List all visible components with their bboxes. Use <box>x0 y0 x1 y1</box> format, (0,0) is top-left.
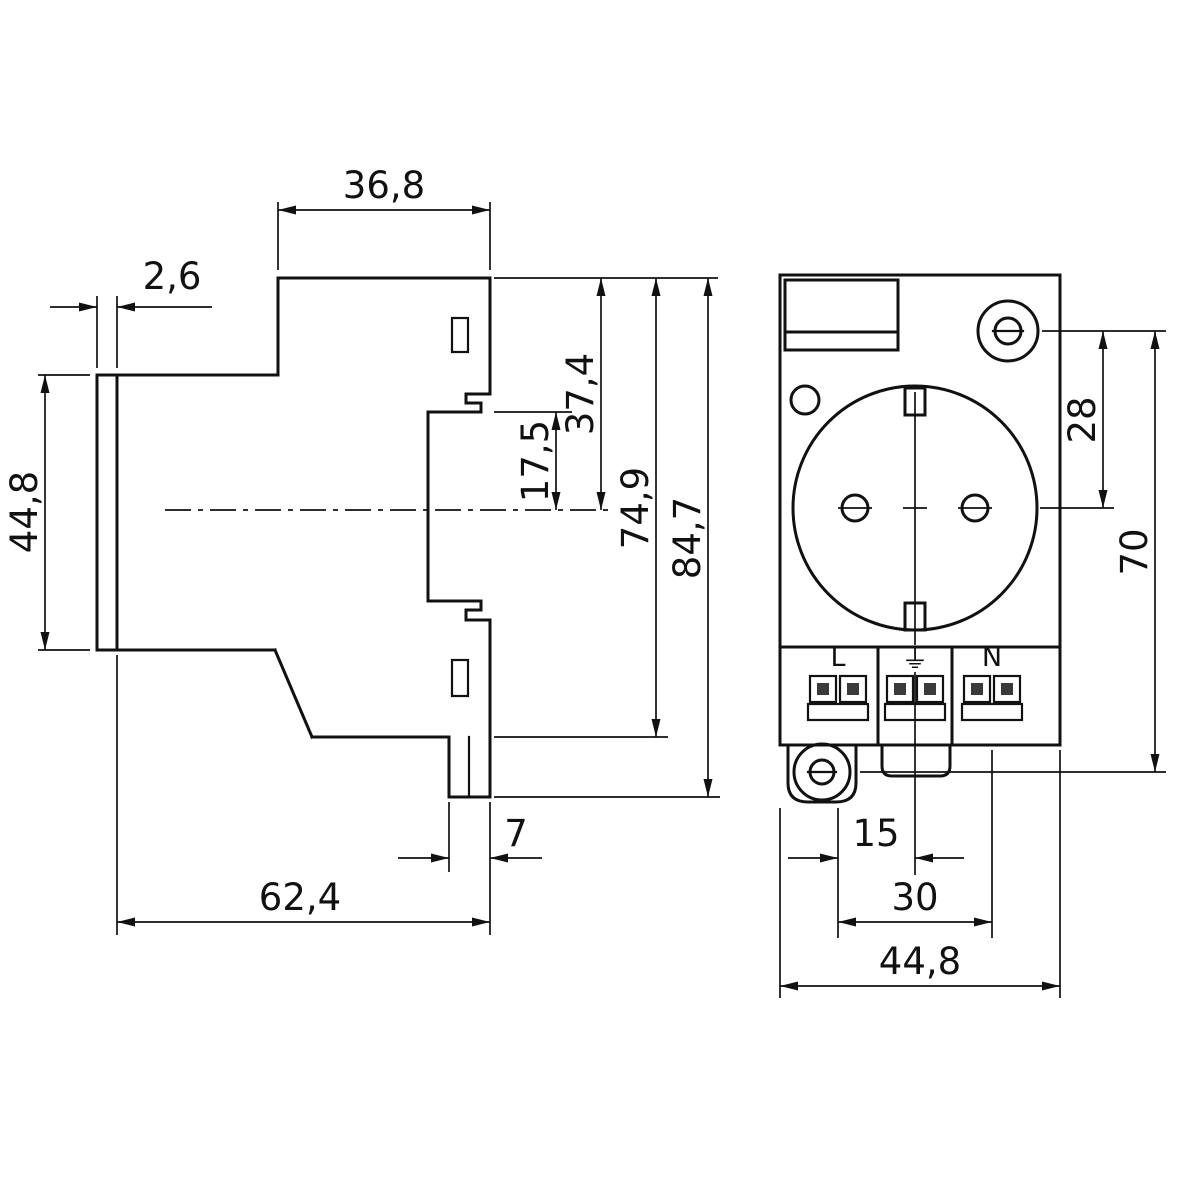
dim-top-to-base: 74,9 <box>614 467 657 549</box>
front-view-outline <box>778 273 1062 804</box>
side-view: 36,8 2,6 44,8 17,5 37,4 74,9 84,7 7 62,4 <box>3 164 720 935</box>
dim-foot-width: 7 <box>504 812 528 855</box>
din-rail-channel <box>426 392 492 622</box>
marking-dot <box>789 384 821 416</box>
side-view-outline <box>95 276 492 799</box>
bottom-screw-tab <box>786 743 858 804</box>
lower-slot <box>450 658 470 698</box>
dim-overall-depth: 62,4 <box>259 876 341 919</box>
bottom-screw <box>792 742 852 802</box>
label-holder <box>783 278 900 352</box>
terminal-blocks <box>806 329 1025 774</box>
side-view-dimension-lines <box>38 202 720 935</box>
dim-l-to-center: 15 <box>852 812 899 855</box>
terminal-label-n: N <box>982 642 1002 673</box>
front-view: L ⏚ N 28 70 15 30 44,8 <box>778 273 1166 998</box>
upper-slot <box>450 316 470 354</box>
dim-screw-to-center: 28 <box>1061 396 1104 443</box>
dim-front-height: 44,8 <box>3 471 46 553</box>
dim-top-to-center: 37,4 <box>559 353 602 435</box>
dim-rail-to-center: 17,5 <box>514 420 557 502</box>
din-release-tab <box>880 743 952 778</box>
dim-overall-width: 44,8 <box>879 940 961 983</box>
dim-overall-height: 84,7 <box>666 497 709 579</box>
side-view-details <box>450 316 471 799</box>
top-screw <box>976 299 1040 363</box>
dim-top-width: 36,8 <box>343 164 425 207</box>
front-body <box>778 273 1062 747</box>
terminal-label-l: L <box>830 642 845 673</box>
dim-screw-spacing: 70 <box>1113 528 1156 575</box>
front-view-dimension-lines <box>779 330 1166 998</box>
dim-bezel-offset: 2,6 <box>143 255 202 298</box>
earth-symbol: ⏚ <box>902 644 929 675</box>
dim-l-to-n: 30 <box>891 876 938 919</box>
